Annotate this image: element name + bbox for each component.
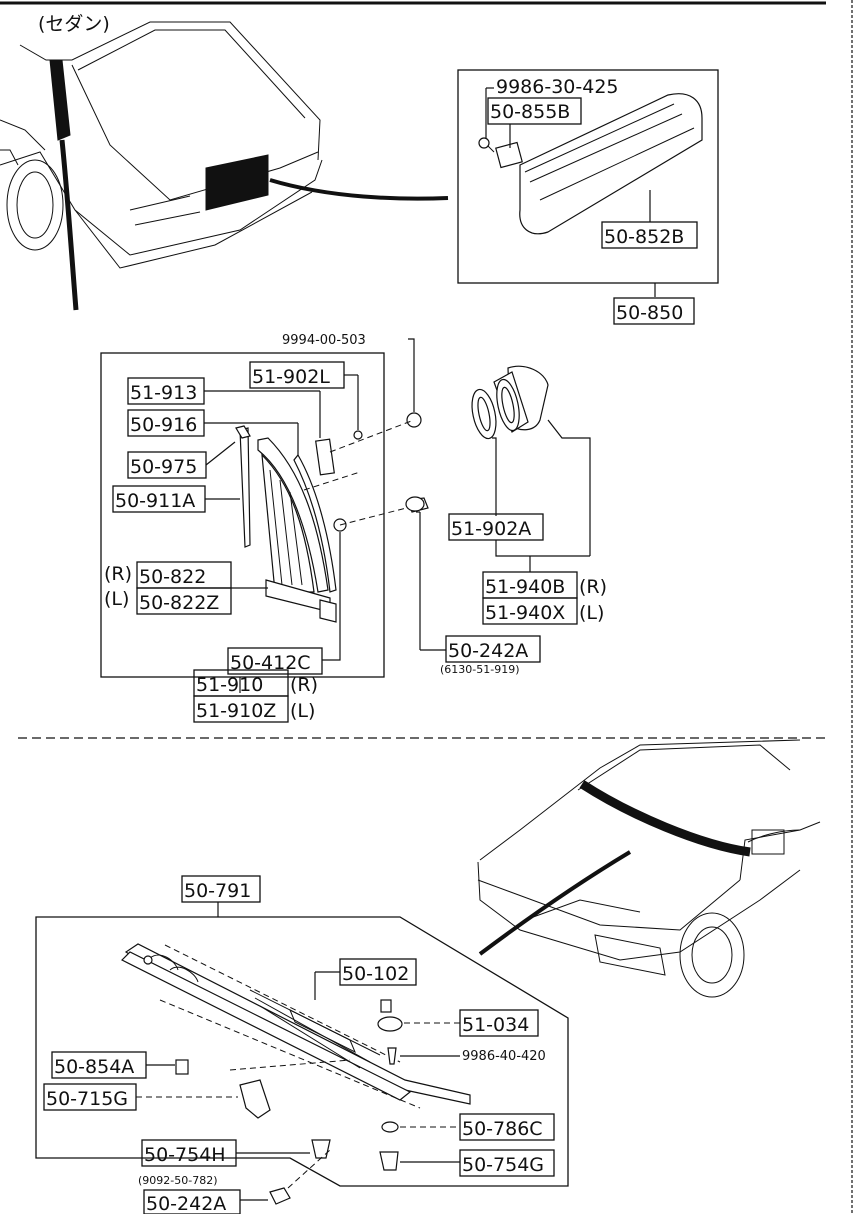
- screw-9986-40-420: [387, 1047, 397, 1065]
- sedan-hood-illustration: [477, 739, 821, 998]
- label-50-911A: 50-911A: [115, 490, 195, 512]
- label-50-412C: 50-412C: [230, 652, 311, 674]
- label-50-715G: 50-715G: [46, 1088, 128, 1110]
- rear-vent-duct-part: [471, 365, 549, 440]
- label-R-mark: (R): [104, 563, 132, 585]
- label-50-242A: 50-242A: [448, 640, 528, 662]
- body-type-note: (セダン): [38, 13, 110, 35]
- label-51-910Z-L: (L): [290, 700, 315, 722]
- label-50-850: 50-850: [616, 302, 683, 324]
- label-9092-50-782: (9092-50-782): [138, 1174, 218, 1187]
- label-9986-40-420: 9986-40-420: [462, 1049, 546, 1064]
- label-50-854A: 50-854A: [54, 1056, 134, 1078]
- part-50-715G: [239, 1079, 271, 1119]
- label-51-913: 51-913: [130, 382, 197, 404]
- label-51-034: 51-034: [462, 1014, 529, 1036]
- label-50-791: 50-791: [184, 880, 251, 902]
- quarter-window-group-box: [100, 352, 385, 678]
- label-50-975: 50-975: [130, 456, 197, 478]
- label-51-940B-R: (R): [579, 576, 607, 598]
- label-L-mark: (L): [104, 588, 129, 610]
- part-51-034: [377, 1016, 403, 1032]
- label-51-902L: 51-902L: [252, 366, 330, 388]
- sedan-front-illustration: [0, 21, 449, 311]
- label-51-940X: 51-940X: [485, 602, 565, 624]
- label-50-754G: 50-754G: [462, 1154, 544, 1176]
- clip-50-242A: [405, 496, 429, 513]
- label-51-940X-L: (L): [579, 602, 604, 624]
- label-9994-00-503: 9994-00-503: [282, 333, 366, 348]
- label-50-822Z: 50-822Z: [139, 592, 219, 614]
- quarter-window-part: [235, 425, 347, 623]
- clip-50-242A-bottom: [269, 1187, 291, 1205]
- part-50-754H: [311, 1139, 331, 1159]
- label-50-916: 50-916: [130, 414, 197, 436]
- label-51-910-R: (R): [290, 674, 318, 696]
- bumper-guard-group-box: [457, 69, 719, 284]
- label-50-242A-bottom: 50-242A: [146, 1193, 226, 1214]
- nut-part: [406, 412, 422, 428]
- label-6130-51-919: (6130-51-919): [440, 663, 520, 676]
- label-51-902A: 51-902A: [451, 518, 531, 540]
- part-50-854A: [175, 1059, 189, 1075]
- label-50-852B: 50-852B: [604, 226, 684, 248]
- cowl-group-box: [35, 916, 569, 1187]
- label-50-754H: 50-754H: [144, 1144, 226, 1166]
- part-50-102: [380, 999, 392, 1013]
- label-50-822: 50-822: [139, 566, 206, 588]
- label-50-855B: 50-855B: [490, 101, 570, 123]
- label-9986-30-425: 9986-30-425: [496, 76, 619, 98]
- label-51-910Z: 51-910Z: [196, 700, 276, 722]
- label-50-786C: 50-786C: [462, 1118, 543, 1140]
- label-50-102: 50-102: [342, 963, 409, 985]
- part-50-754G: [379, 1151, 399, 1171]
- label-51-940B: 51-940B: [485, 576, 565, 598]
- bumper-guard-part: [478, 93, 703, 235]
- label-51-910: 51-910: [196, 674, 263, 696]
- cowl-grille-part: [120, 943, 471, 1105]
- part-50-786C: [381, 1121, 399, 1133]
